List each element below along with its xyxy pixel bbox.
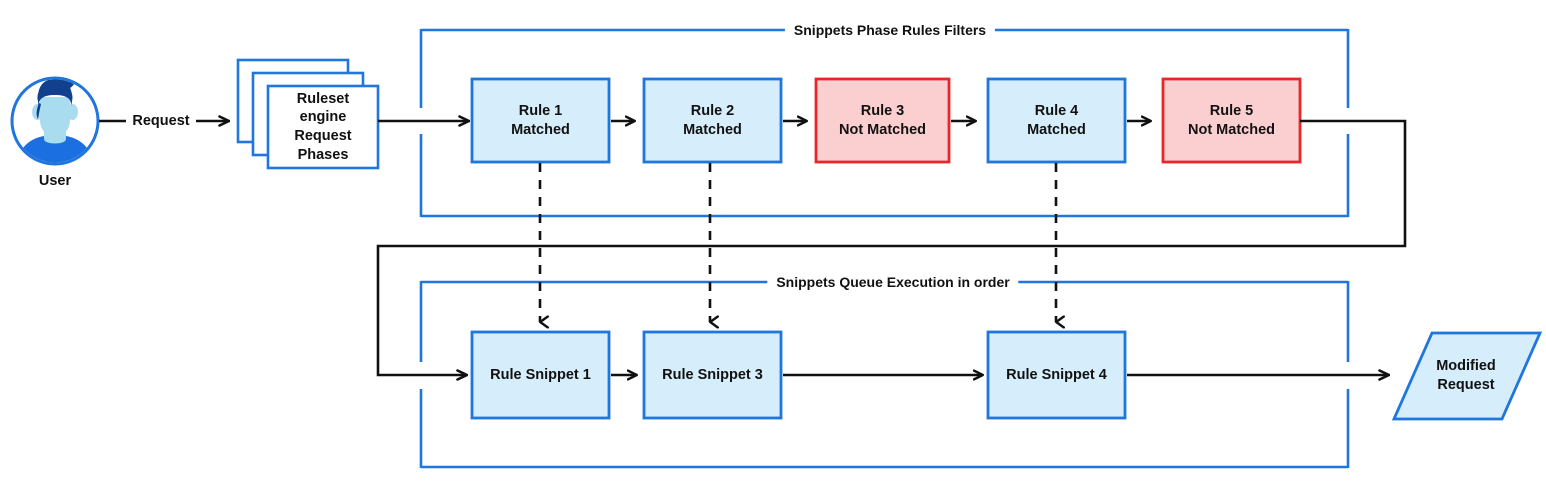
edge-phase-to-queue-return xyxy=(376,119,1407,375)
rule-box-rule-3[interactable] xyxy=(814,77,951,164)
snippets-phase-rules-filters-container xyxy=(419,28,1350,218)
snippet-box-snippet-3[interactable] xyxy=(642,330,783,420)
rule-box-rule-2[interactable] xyxy=(642,77,783,164)
snippet-box-snippet-1[interactable] xyxy=(470,330,611,420)
rule-box-rule-5[interactable] xyxy=(1161,77,1302,164)
stacked-documents-icon xyxy=(236,58,380,170)
snippet-box-snippet-4[interactable] xyxy=(986,330,1127,420)
snippets-queue-execution-container xyxy=(419,280,1350,469)
rule-box-rule-1[interactable] xyxy=(470,77,611,164)
user-avatar-icon xyxy=(10,76,100,166)
rule-box-rule-4[interactable] xyxy=(986,77,1127,164)
output-parallelogram[interactable] xyxy=(1391,331,1543,421)
